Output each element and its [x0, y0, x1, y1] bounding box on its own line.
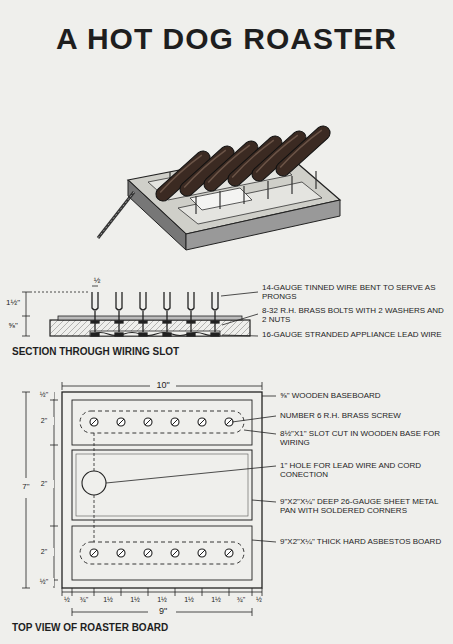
dimension: ⅝"	[2, 321, 24, 330]
callout-note: 8½"X1" SLOT CUT IN WOODEN BASE FOR WIRIN…	[280, 429, 448, 447]
title: A HOT DOG ROASTER	[0, 22, 453, 56]
dimension: 2"	[34, 417, 54, 425]
callout-note: 14-GAUGE TINNED WIRE BENT TO SERVE AS PR…	[262, 283, 447, 301]
callout-note: NUMBER 6 R.H. BRASS SCREW	[280, 411, 448, 420]
dimension: ½"	[34, 578, 54, 586]
dimension: ½	[90, 276, 104, 285]
dimension: ¾"	[74, 596, 94, 604]
dimension: 2"	[34, 548, 54, 556]
section-caption: SECTION THROUGH WIRING SLOT	[12, 346, 312, 358]
view-caption: TOP VIEW OF ROASTER BOARD	[12, 622, 312, 634]
callout-note: 8-32 R.H. BRASS BOLTS WITH 2 WASHERS AND…	[262, 306, 447, 324]
dimension: ½	[59, 596, 75, 604]
callout-note: 16-GAUGE STRANDED APPLIANCE LEAD WIRE	[262, 330, 447, 339]
dimension: 1½	[125, 596, 145, 604]
roaster-illustration	[98, 123, 340, 250]
dimension: ½	[252, 596, 266, 604]
top-view-drawing	[22, 382, 276, 616]
dimension: 10"	[150, 380, 176, 390]
dimension: 2"	[34, 480, 54, 488]
dimension: 1½"	[2, 298, 24, 307]
callout-note: 9"X2"X¼" THICK HARD ASBESTOS BOARD	[280, 537, 448, 546]
dimension: ½"	[34, 391, 54, 399]
dimension: 7"	[16, 482, 36, 491]
dimension: 9"	[150, 606, 176, 616]
dimension: 1½	[152, 596, 172, 604]
dimension: 1½	[98, 596, 118, 604]
dimension: 1½	[206, 596, 226, 604]
dimension: 1½	[179, 596, 199, 604]
callout-note: 9"X2"X¼" DEEP 26-GAUGE SHEET METAL PAN W…	[280, 497, 448, 515]
section-drawing	[22, 286, 258, 336]
callout-note: ⅝" WOODEN BASEBOARD	[280, 391, 448, 400]
callout-note: 1" HOLE FOR LEAD WIRE AND CORD CONECTION	[280, 461, 448, 479]
dimension: ¾"	[230, 596, 252, 604]
